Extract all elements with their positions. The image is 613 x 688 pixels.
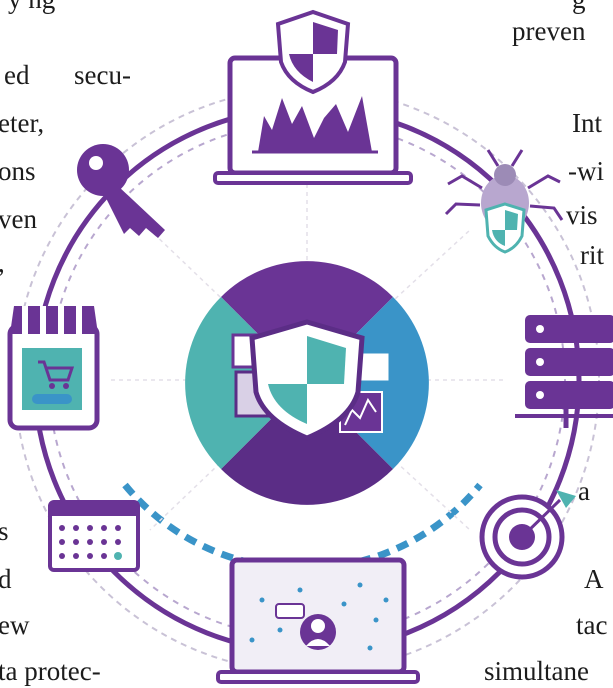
calendar-icon	[48, 500, 140, 572]
text-left-6: ,	[0, 250, 5, 277]
text-right-8: tac	[576, 610, 608, 640]
text-right-6: a	[578, 476, 590, 506]
text-left-9: ew	[0, 610, 30, 640]
text-left-4: ons	[0, 156, 36, 186]
text-right-5: rit	[580, 240, 604, 270]
bug-icon	[444, 149, 564, 254]
shield-icon	[249, 319, 365, 441]
target-icon	[479, 490, 576, 580]
text-left-3: eter,	[0, 108, 45, 138]
shop-icon	[7, 306, 100, 431]
text-right-1: preven	[512, 16, 586, 46]
text-right-2: Int	[572, 108, 602, 138]
text-right-7: A	[584, 564, 604, 594]
text-left-8: d	[0, 564, 12, 594]
text-left-0: y ng	[8, 0, 55, 13]
laptop-user-icon	[216, 557, 420, 684]
key-icon	[77, 144, 165, 238]
text-left-1: ed	[4, 60, 30, 90]
text-right-3: -wi	[568, 156, 604, 186]
text-left-5: ven	[0, 204, 37, 234]
text-left-10: ta protec-	[0, 656, 101, 686]
server-icon	[515, 315, 613, 428]
text-right-4: vis	[566, 200, 598, 230]
text-right-0: g	[572, 0, 586, 13]
laptop-chart-icon	[213, 9, 413, 185]
text-right-9: simultane	[484, 656, 589, 686]
text-left-2: secu-	[74, 60, 131, 90]
text-left-7: s	[0, 516, 9, 546]
